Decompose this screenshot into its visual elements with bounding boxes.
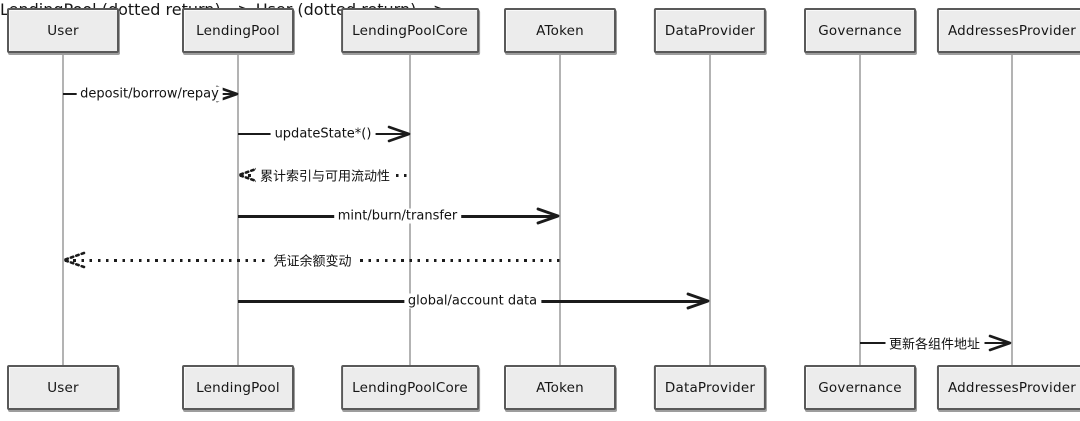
arrowhead-right-icon (686, 292, 710, 310)
arrowhead-right-icon (988, 334, 1012, 352)
participant-user-top: User (7, 8, 119, 53)
message-label: mint/burn/transfer (333, 208, 462, 224)
participant-label: AddressesProvider (947, 22, 1077, 39)
arrowhead-left-dotted-icon (62, 251, 86, 269)
participant-label: Governance (818, 22, 902, 39)
participant-label: LendingPoolCore (352, 379, 468, 396)
participant-lendingpoolcore-top: LendingPoolCore (341, 8, 479, 53)
message-label: deposit/borrow/repay (76, 86, 223, 102)
message-label: 凭证余额变动 (269, 250, 356, 270)
message-label: global/account data (403, 293, 542, 309)
lifeline-governance (859, 53, 861, 365)
participant-addressesprovider-bottom: AddressesProvider (936, 365, 1080, 410)
participant-lendingpool-bottom: LendingPool (182, 365, 294, 410)
participant-lendingpoolcore-bottom: LendingPoolCore (341, 365, 479, 410)
participant-atoken-bottom: AToken (504, 365, 616, 410)
arrowhead-right-icon (387, 125, 411, 143)
message-label: updateState*() (270, 126, 376, 142)
participant-dataprovider-bottom: DataProvider (653, 365, 767, 410)
participant-label: DataProvider (664, 379, 756, 396)
participant-label: LendingPool (196, 22, 280, 39)
message-label: 累计索引与可用流动性 (255, 165, 395, 185)
participant-label: AddressesProvider (947, 379, 1077, 396)
participant-governance-bottom: Governance (804, 365, 916, 410)
lifeline-user (62, 53, 64, 365)
message-label: 更新各组件地址 (884, 333, 985, 353)
arrowhead-right-icon (215, 85, 239, 103)
arrowhead-left-dotted-icon (237, 166, 261, 184)
lifeline-dataprovider (709, 53, 711, 365)
participant-label: AToken (536, 379, 584, 396)
participant-addressesprovider-top: AddressesProvider (936, 8, 1080, 53)
participant-label: User (47, 22, 79, 39)
participant-atoken-top: AToken (504, 8, 616, 53)
lifeline-atoken (559, 53, 561, 365)
lifeline-addressesprovider (1011, 53, 1013, 365)
participant-label: AToken (536, 22, 584, 39)
participant-label: User (47, 379, 79, 396)
participant-lendingpool-top: LendingPool (182, 8, 294, 53)
participant-governance-top: Governance (804, 8, 916, 53)
lifeline-lendingpool (237, 53, 239, 365)
participant-label: LendingPoolCore (352, 22, 468, 39)
participant-user-bottom: User (7, 365, 119, 410)
participant-label: DataProvider (664, 22, 756, 39)
participant-dataprovider-top: DataProvider (653, 8, 767, 53)
participant-label: LendingPool (196, 379, 280, 396)
participant-label: Governance (818, 379, 902, 396)
arrowhead-right-icon (536, 207, 560, 225)
